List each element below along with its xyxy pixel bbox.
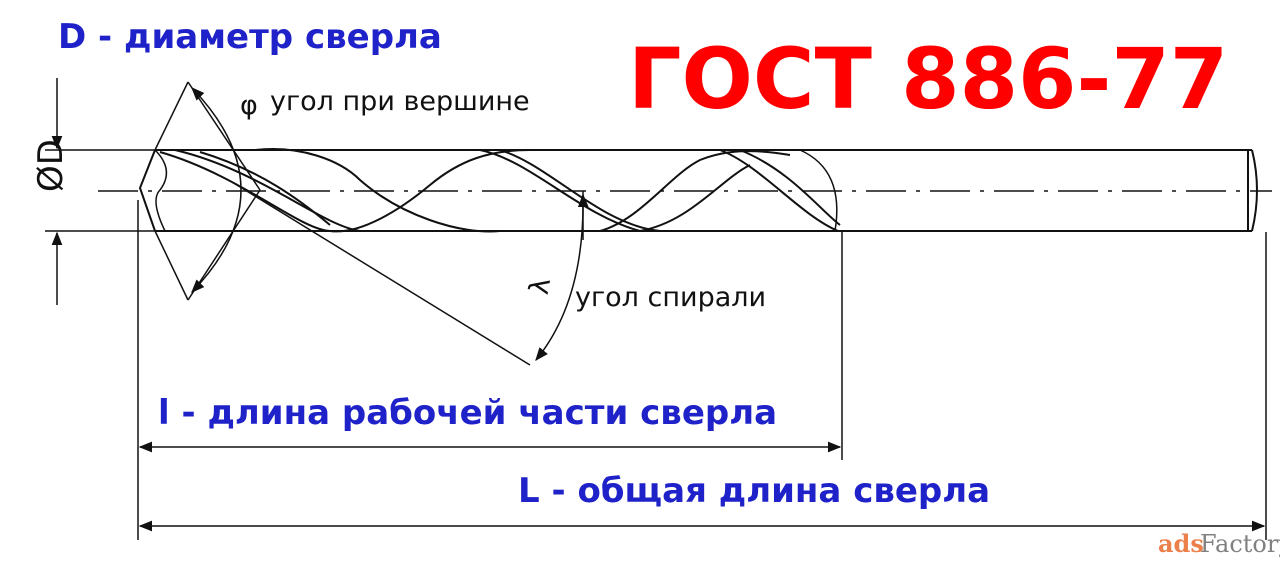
standard-title: ГОСТ 886-77 — [628, 30, 1228, 128]
diameter-dimension: ØD — [31, 78, 155, 305]
diameter-label: D - диаметр сверла — [58, 17, 442, 57]
total-length-label: L - общая длина сверла — [518, 471, 990, 511]
diameter-symbol: ØD — [31, 139, 71, 192]
helix-angle-label: угол спирали — [575, 282, 766, 313]
working-length-label: l - длина рабочей части сверла — [158, 393, 777, 433]
helix-angle-marker: λ — [231, 181, 589, 366]
adsfactory-watermark: ads Factory — [1158, 529, 1280, 558]
lambda-symbol: λ — [524, 276, 557, 297]
watermark-factory: Factory — [1200, 530, 1280, 558]
total-length-dimension — [138, 232, 1267, 540]
working-length-dimension — [137, 200, 843, 540]
phi-symbol: φ — [240, 90, 258, 121]
tip-angle-marker: φ — [154, 81, 261, 301]
tip-angle-label: угол при вершине — [270, 86, 530, 117]
watermark-ads: ads — [1158, 529, 1204, 558]
